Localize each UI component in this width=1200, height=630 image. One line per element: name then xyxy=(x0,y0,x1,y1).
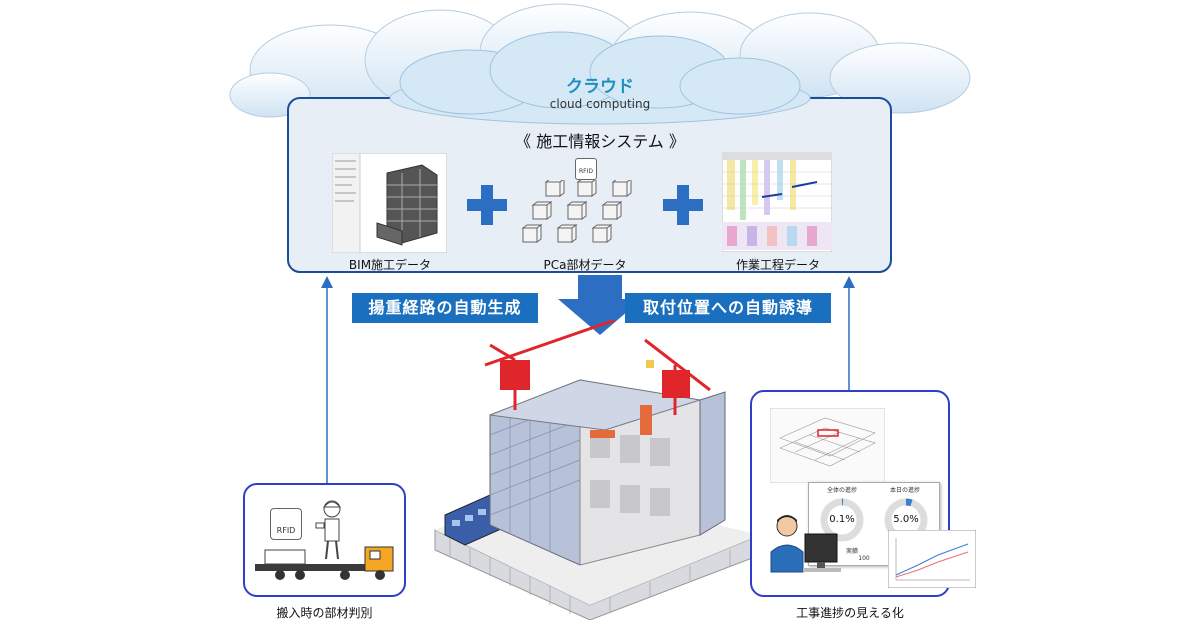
rfid-icon: RFID xyxy=(575,158,597,180)
member-identification-caption: 搬入時の部材判別 xyxy=(276,606,373,620)
schedule-thumbnail xyxy=(722,152,832,252)
progress-3d-grid xyxy=(770,408,885,483)
down-arrow-icon xyxy=(558,275,642,335)
plus-icon xyxy=(663,185,703,225)
worker-at-monitor-illustration xyxy=(770,515,841,573)
progress-visualization-caption: 工事進捗の見える化 xyxy=(796,606,904,620)
pca-members-graphic xyxy=(521,180,632,243)
system-title: 《 施工情報システム 》 xyxy=(515,132,685,151)
pca-data-label: PCa部材データ xyxy=(543,258,627,272)
auto-guidance-label: 取付位置への自動誘導 xyxy=(625,293,831,323)
cloud-title: クラウド xyxy=(566,77,634,97)
rfid-icon: RFID xyxy=(270,508,302,540)
construction-site-illustration xyxy=(434,320,761,620)
overall-progress-title: 全体の進捗 xyxy=(826,487,857,494)
rfid-tag-label: RFID xyxy=(276,526,296,535)
actual-number: 100 xyxy=(858,555,870,562)
today-progress-title: 本日の進捗 xyxy=(889,487,920,494)
progress-line-chart-thumbnail xyxy=(888,530,976,588)
bim-data-label: BIM施工データ xyxy=(348,258,432,272)
bim-model-thumbnail xyxy=(332,153,447,253)
cloud-subtitle: cloud computing xyxy=(549,97,651,111)
overall-progress-value: 0.1% xyxy=(829,514,855,525)
actual-label: 実績 xyxy=(845,548,858,555)
truck-and-worker-illustration xyxy=(255,500,394,580)
auto-route-label: 揚重経路の自動生成 xyxy=(352,293,538,323)
today-progress-value: 5.0% xyxy=(893,514,919,525)
rfid-tag-label: RFID xyxy=(578,168,593,175)
schedule-data-label: 作業工程データ xyxy=(735,258,820,272)
plus-icon xyxy=(467,185,507,225)
